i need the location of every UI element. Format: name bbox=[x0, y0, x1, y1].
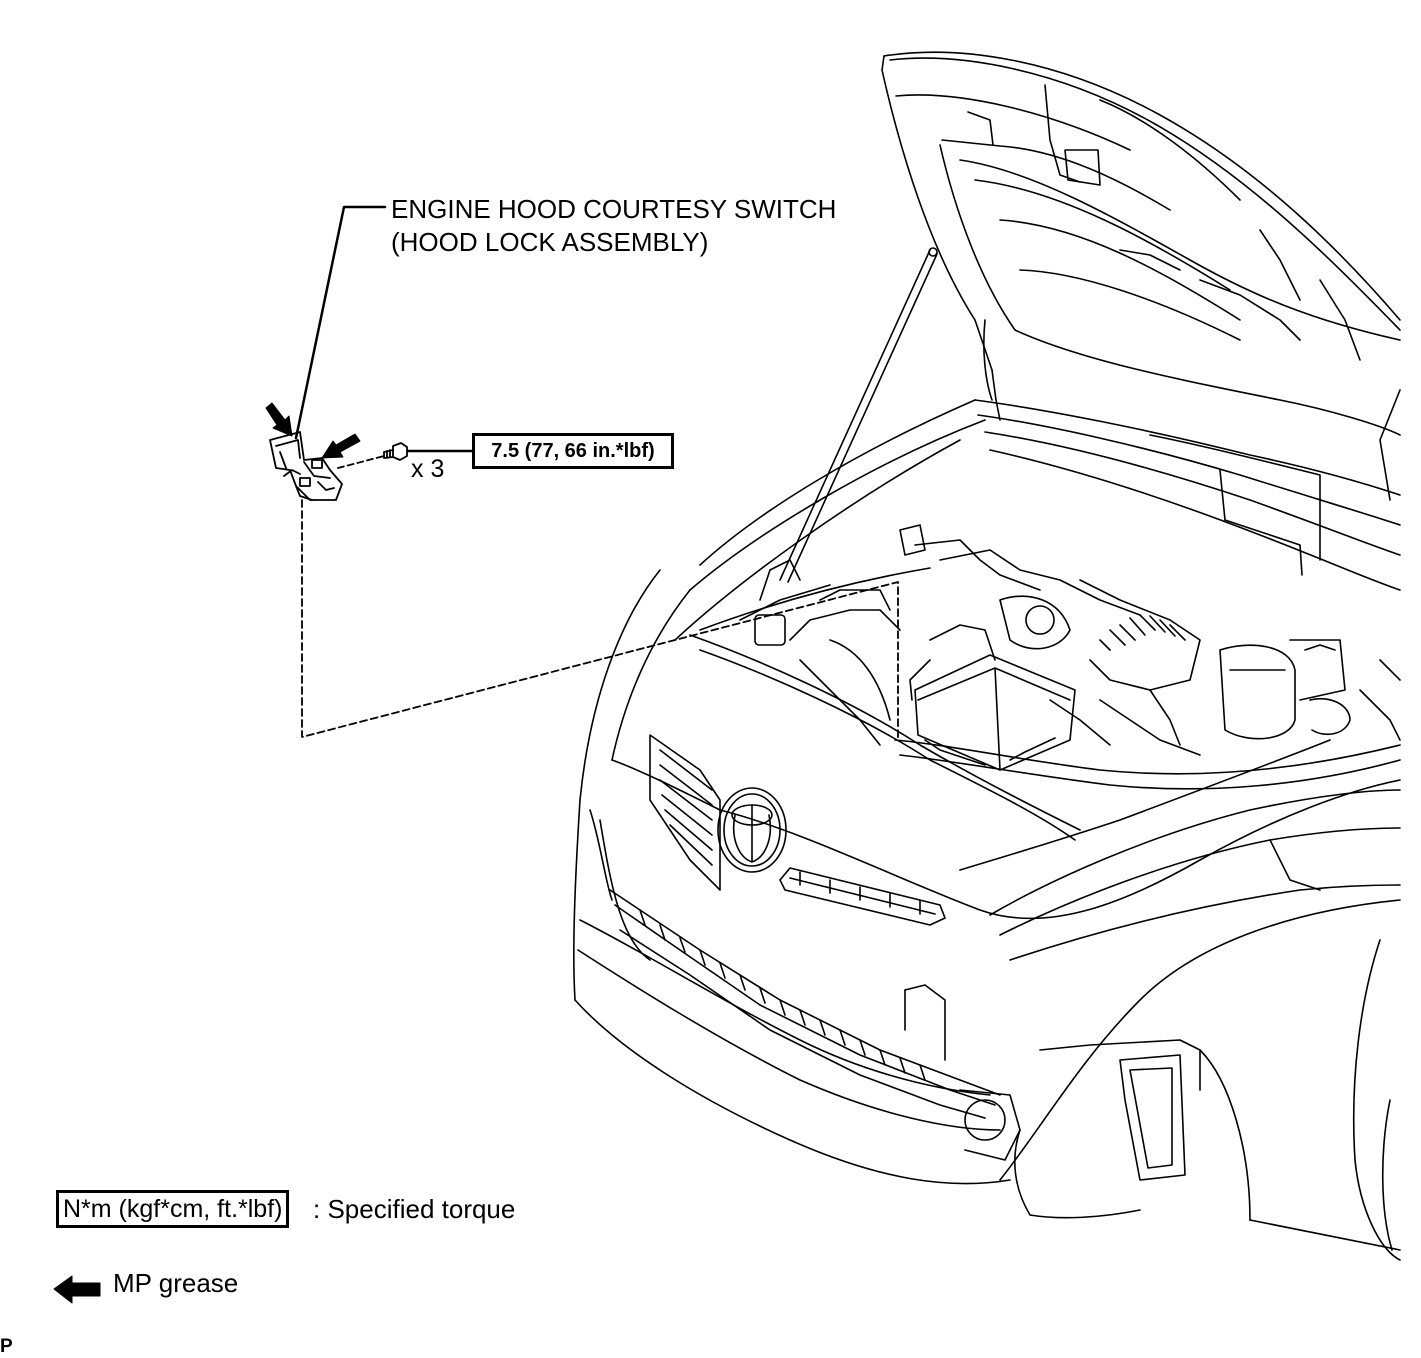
part-name-label: ENGINE HOOD COURTESY SWITCH (HOOD LOCK A… bbox=[391, 193, 836, 259]
engine-compartment bbox=[699, 567, 931, 631]
grease-arrow-icon bbox=[265, 402, 293, 437]
vehicle-illustration bbox=[573, 51, 1401, 1261]
right-body bbox=[999, 899, 1401, 1181]
torque-spec-box: 7.5 (77, 66 in.*lbf) bbox=[472, 433, 674, 469]
fog-lamp-left bbox=[964, 1099, 1006, 1141]
radiator-support bbox=[689, 634, 1081, 831]
legend-torque-unit: N*m (kgf*cm, ft.*lbf) bbox=[63, 1194, 283, 1223]
open-hood bbox=[883, 51, 1401, 321]
corner-mark: P bbox=[0, 1336, 13, 1357]
toyota-emblem bbox=[717, 787, 787, 873]
legend-grease-label: MP grease bbox=[113, 1268, 239, 1298]
hood-support-rod bbox=[779, 249, 931, 581]
legend-torque-unit-box: N*m (kgf*cm, ft.*lbf) bbox=[56, 1190, 290, 1228]
bolt-quantity-label: x 3 bbox=[411, 455, 445, 483]
lower-upper-grille bbox=[779, 867, 946, 926]
hood-lock-part-illustration bbox=[269, 431, 343, 501]
front-bumper bbox=[573, 569, 661, 1001]
torque-spec-value: 7.5 (77, 66 in.*lbf) bbox=[491, 439, 655, 462]
grease-arrow-icon bbox=[321, 433, 361, 459]
upper-grille bbox=[649, 734, 721, 891]
headlight-right bbox=[989, 789, 1401, 916]
part-name-line-1: ENGINE HOOD COURTESY SWITCH bbox=[391, 194, 837, 224]
installation-location-dashed-line bbox=[301, 499, 899, 741]
bolt-icon bbox=[383, 442, 408, 461]
legend-grease-arrow-icon bbox=[53, 1275, 101, 1304]
part-name-line-2: (HOOD LOCK ASSEMBLY) bbox=[391, 227, 709, 257]
legend-torque-description: : Specified torque bbox=[313, 1194, 516, 1224]
bolt-install-dashed-line bbox=[337, 455, 385, 469]
left-fender bbox=[699, 399, 976, 566]
air-cleaner-box bbox=[914, 654, 1076, 771]
lower-grille bbox=[609, 889, 1001, 1096]
part-leader-line bbox=[294, 205, 387, 440]
